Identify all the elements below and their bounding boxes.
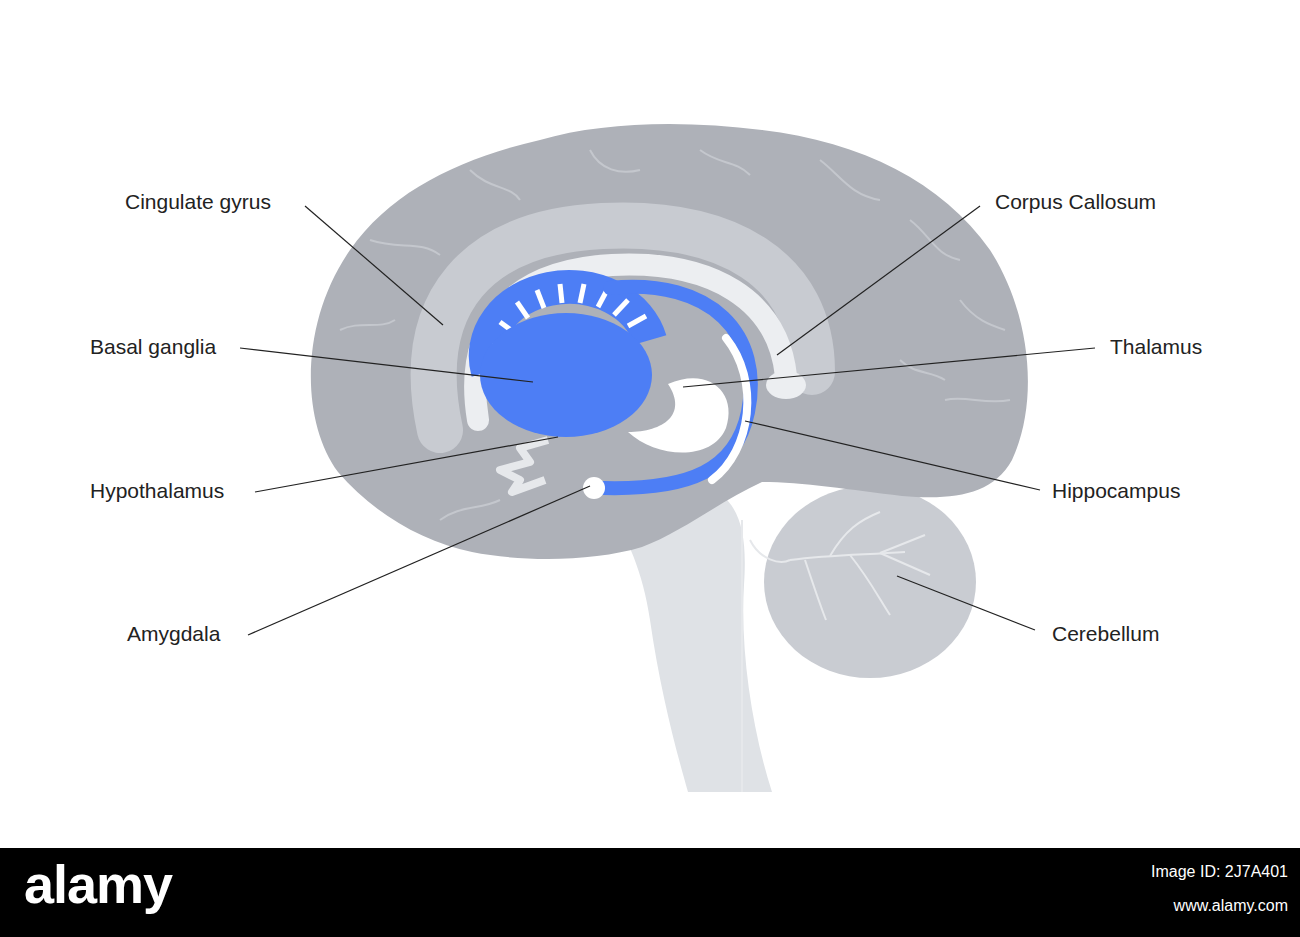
thalamus-shape (628, 378, 729, 452)
image-id: Image ID: 2J7A401 (1151, 863, 1288, 881)
footer-bar (0, 848, 1300, 937)
part-label: Basal ganglia (90, 335, 216, 359)
part-label: Hypothalamus (90, 479, 224, 503)
part-label: Cerebellum (1052, 622, 1159, 646)
basal-ganglia-shape (480, 313, 652, 437)
part-label: Corpus Callosum (995, 190, 1156, 214)
fornix-arc (604, 287, 751, 488)
part-label: Hippocampus (1052, 479, 1180, 503)
cerebrum (311, 124, 1028, 559)
splenium (766, 371, 806, 399)
leader-lines (240, 206, 1095, 635)
cerebellum-tree (742, 512, 930, 792)
part-label: Amygdala (127, 622, 220, 646)
part-label: Cingulate gyrus (125, 190, 271, 214)
watermark-logo: alamy (24, 853, 172, 915)
cerebellum-shape (764, 486, 976, 678)
part-label: Thalamus (1110, 335, 1202, 359)
hippocampus-curve (712, 338, 747, 480)
hypothalamus-lines (500, 440, 548, 492)
watermark-url: www.alamy.com (1174, 897, 1288, 915)
gyri-lines (340, 150, 1010, 520)
